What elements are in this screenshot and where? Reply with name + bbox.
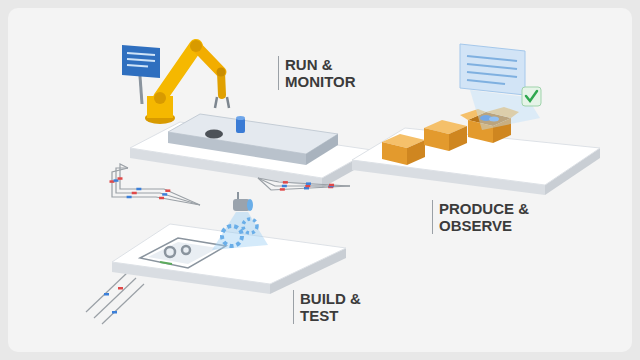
wire-line	[258, 178, 350, 186]
wire-bundle	[118, 287, 123, 290]
conveyor-belt	[205, 130, 223, 139]
shipping-box	[407, 140, 425, 165]
shipping-box	[382, 142, 407, 165]
robot-arm	[215, 97, 217, 108]
scan-beam	[243, 219, 257, 233]
signal-dot	[306, 182, 311, 185]
signal-dot	[280, 188, 285, 191]
control-monitor	[122, 45, 160, 78]
signal-dot	[118, 177, 123, 180]
tablet	[165, 247, 175, 257]
wire-connector	[258, 178, 350, 191]
control-monitor	[127, 65, 148, 67]
wire-bundle	[86, 272, 144, 324]
signal-dot	[127, 196, 132, 199]
shipping-box	[424, 128, 449, 151]
inspection-screen	[467, 72, 517, 77]
control-monitor	[127, 59, 155, 61]
robot-arm	[227, 97, 229, 108]
inspection-screen	[526, 91, 537, 101]
signal-dot	[165, 189, 170, 192]
inspection-screen	[522, 87, 541, 106]
signal-dot	[282, 185, 287, 188]
tablet	[182, 246, 190, 254]
wire-connector	[110, 164, 201, 205]
stage-label: PRODUCE & OBSERVE	[432, 200, 554, 234]
scan-beam	[247, 199, 253, 211]
shipping-box	[449, 126, 467, 151]
stage-platform: BUILD & TEST	[115, 205, 383, 330]
tablet	[140, 238, 226, 268]
robot-arm	[154, 92, 166, 104]
conveyor-belt	[306, 134, 338, 165]
shipping-box	[424, 120, 467, 151]
tablet	[140, 238, 226, 268]
stage-platform: PRODUCE & OBSERVE	[350, 40, 610, 245]
robot-arm	[190, 40, 202, 52]
scan-beam	[237, 192, 239, 199]
inspection-screen	[467, 64, 517, 69]
wire-bundle	[102, 284, 144, 324]
inspection-screen	[460, 44, 525, 95]
signal-dot	[283, 181, 288, 184]
inspection-screen	[467, 56, 517, 61]
shipping-box	[382, 134, 425, 165]
inspection-screen	[467, 80, 505, 84]
stage-label: RUN & MONITOR	[278, 56, 378, 90]
tablet	[160, 262, 172, 264]
scan-beam	[212, 212, 268, 250]
control-monitor	[122, 45, 160, 104]
conveyor-belt	[168, 132, 306, 165]
stage-platform: RUN & MONITOR	[128, 28, 382, 178]
stage-label: BUILD & TEST	[293, 290, 379, 324]
signal-dot	[162, 193, 167, 196]
conveyor-belt	[168, 114, 338, 165]
robot-arm	[160, 46, 196, 98]
scan-beam	[222, 226, 242, 246]
wire-line	[120, 164, 200, 205]
tablet	[148, 242, 218, 264]
conveyor-belt	[236, 116, 245, 120]
inspection-screen	[460, 44, 541, 130]
panel	[8, 8, 632, 352]
control-monitor	[127, 53, 155, 55]
signal-dot	[136, 188, 141, 191]
scan-beam	[212, 192, 268, 250]
signal-dot	[329, 184, 334, 187]
signal-dot	[304, 187, 309, 190]
wire-bundle	[112, 311, 117, 314]
signal-dot	[159, 197, 164, 200]
wire-line	[258, 178, 350, 186]
wire-bundle	[104, 293, 109, 296]
robot-arm	[217, 68, 226, 77]
signal-dot	[305, 185, 310, 188]
control-monitor	[140, 76, 142, 104]
conveyor-belt	[236, 118, 245, 133]
signal-dot	[132, 192, 137, 195]
wire-line	[258, 178, 350, 190]
